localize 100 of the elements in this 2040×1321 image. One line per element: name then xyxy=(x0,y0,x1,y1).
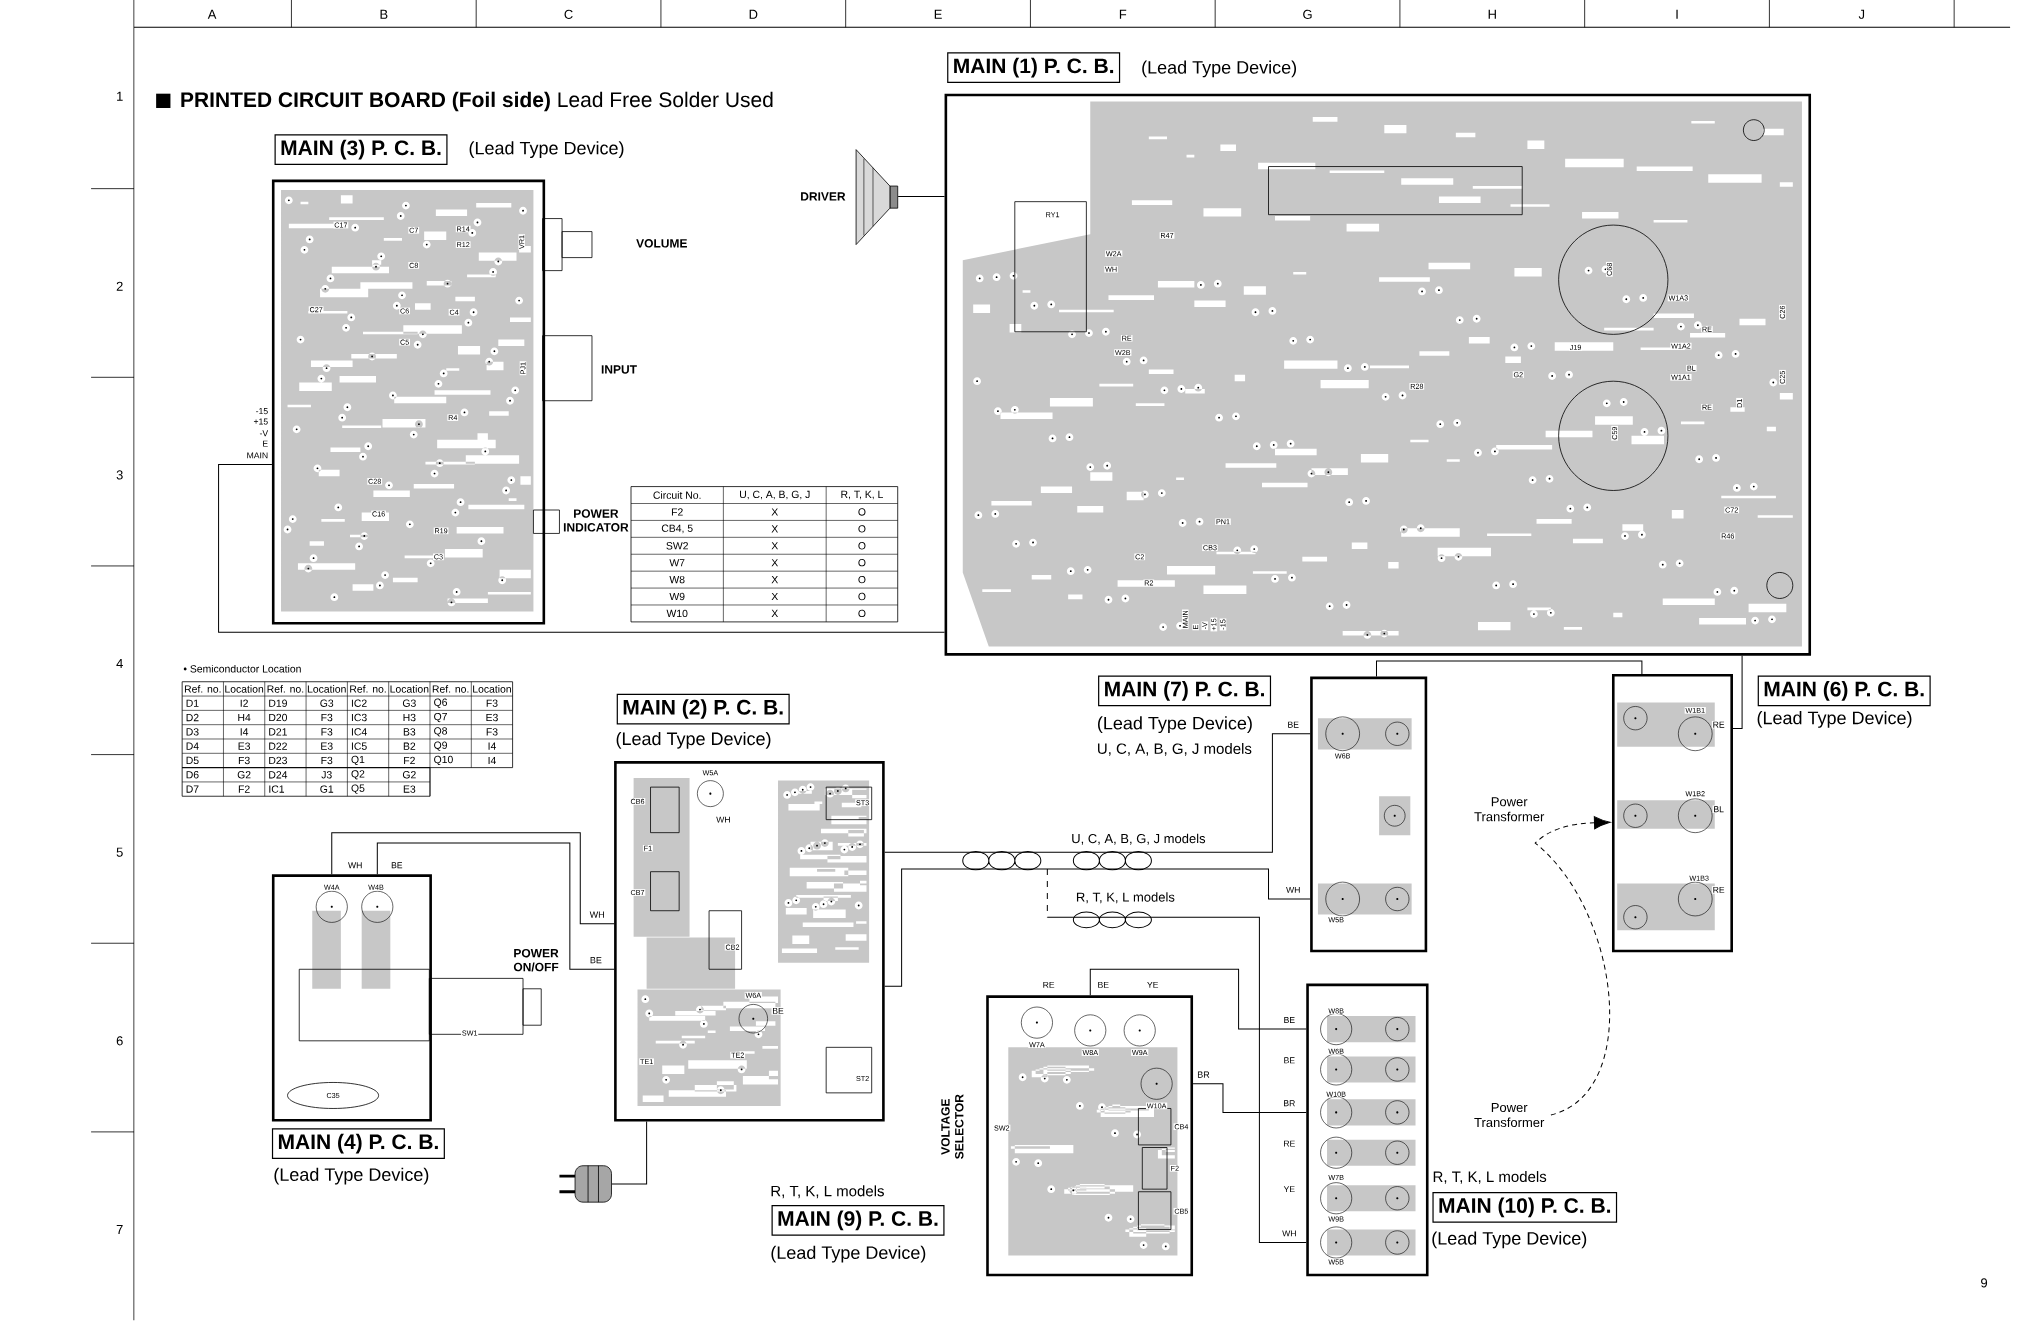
table-cell: W10 xyxy=(666,610,688,618)
table-cell: E3 xyxy=(486,714,498,722)
wire xyxy=(1732,655,1743,730)
table-cell: F3 xyxy=(321,714,333,722)
grid-reference: 3 xyxy=(116,470,123,480)
table-cell: E3 xyxy=(403,785,416,793)
edge-label: BE xyxy=(588,956,603,965)
table-cell: B2 xyxy=(403,742,416,750)
table-cell: CB4, 5 xyxy=(661,524,693,534)
board-note: (Lead Type Device) xyxy=(616,732,771,749)
table-cell: D19 xyxy=(269,699,287,708)
wire-color-label: RE xyxy=(1282,1140,1297,1148)
part-label: INPUT xyxy=(601,365,637,374)
table-cell: F2 xyxy=(404,757,415,765)
table-cell: W9 xyxy=(669,593,685,601)
table-cell: Location xyxy=(225,685,264,693)
table-cell: U, C, A, B, G, J xyxy=(740,490,810,500)
title: PRINTED CIRCUIT BOARD (Foil side) Lead Free Solder Used xyxy=(181,91,773,112)
part-label: POWER INDICATOR xyxy=(563,509,629,532)
table-cell: F3 xyxy=(486,699,498,708)
table-cell: G2 xyxy=(402,771,416,779)
board-title: MAIN (1) P. C. B. xyxy=(947,52,1121,84)
part-label: POWER ON/OFF xyxy=(513,949,559,972)
table-cell: D24 xyxy=(269,771,288,779)
table-cell: D22 xyxy=(269,742,287,750)
grid-reference: 4 xyxy=(116,659,123,669)
table-cell: G2 xyxy=(237,771,251,779)
table-cell: B3 xyxy=(403,728,416,736)
wire-color-label: YE xyxy=(1146,981,1160,989)
wire-color-label: BE xyxy=(1096,981,1110,989)
table-cell: F3 xyxy=(486,728,498,736)
wire xyxy=(331,832,615,925)
table-cell: Circuit No. xyxy=(653,491,701,500)
table-cell: G3 xyxy=(402,699,416,708)
wire xyxy=(1192,1083,1307,1114)
grid-reference: 1 xyxy=(117,92,123,101)
grid-reference: 5 xyxy=(116,847,123,857)
table-cell: H4 xyxy=(238,714,251,722)
table-cell: F2 xyxy=(238,785,250,793)
wire xyxy=(218,464,946,634)
grid-reference: H xyxy=(1488,10,1496,19)
table-cell: F3 xyxy=(321,757,333,765)
board-title: MAIN (10) P. C. B. xyxy=(1432,1192,1618,1223)
wire-color-label: WH xyxy=(1285,886,1302,894)
table-cell: IC2 xyxy=(351,699,367,708)
board-note: U, C, A, B, G, J models xyxy=(1098,743,1252,756)
table-cell: E3 xyxy=(238,742,250,751)
table-cell: O xyxy=(858,593,866,601)
transformer-label: Power Transformer xyxy=(1474,1103,1545,1128)
table-cell: D7 xyxy=(186,785,199,793)
edge-label: R, T, K, L models xyxy=(1074,891,1176,905)
wire-color-label: YE xyxy=(1282,1185,1296,1194)
table-cell: G1 xyxy=(320,785,334,793)
table-cell: O xyxy=(858,508,866,516)
table-cell: Ref. no. xyxy=(184,685,221,693)
table-cell: Q7 xyxy=(434,713,447,723)
wire xyxy=(376,842,615,970)
table-cell: SW2 xyxy=(666,542,688,550)
table-cell: Q1 xyxy=(351,756,365,766)
table-cell: Ref. no. xyxy=(267,685,304,693)
board-title: MAIN (4) P. C. B. xyxy=(271,1128,445,1160)
dashed-arrow xyxy=(1534,816,1611,1116)
grid-reference: A xyxy=(207,10,217,19)
board-note: (Lead Type Device) xyxy=(1098,716,1252,734)
board-note: (Lead Type Device) xyxy=(771,1246,926,1263)
board-note: (Lead Type Device) xyxy=(1757,711,1912,729)
wire-color-label: BE xyxy=(1282,1056,1296,1065)
grid-reference: D xyxy=(749,10,758,19)
table-cell: D4 xyxy=(186,742,199,750)
table-cell: O xyxy=(858,525,866,533)
grid-reference: I xyxy=(1676,10,1678,19)
table-cell: J3 xyxy=(321,771,332,779)
grid-reference: C xyxy=(564,9,573,20)
part-label: DRIVER xyxy=(801,192,846,201)
table-cell: Q6 xyxy=(434,698,447,709)
wire xyxy=(611,1121,648,1185)
table-cell: D5 xyxy=(186,757,199,765)
wire xyxy=(1376,660,1643,678)
board-note: R, T, K, L models xyxy=(1433,1171,1547,1185)
grid-reference: F xyxy=(1119,10,1127,19)
table-cell: D20 xyxy=(269,714,288,722)
table-cell: Q10 xyxy=(434,756,453,766)
grid-reference: E xyxy=(934,10,942,19)
board-note: R, T, K, L models xyxy=(771,1185,884,1199)
part-label: VOLUME xyxy=(636,239,687,248)
table-cell: O xyxy=(858,610,866,618)
table-cell: W7 xyxy=(669,559,685,567)
grid-reference: 2 xyxy=(116,281,123,291)
wire xyxy=(1089,969,1307,1030)
wire-color-label: RE xyxy=(1041,981,1056,989)
table-cell: Location xyxy=(473,685,511,693)
wire xyxy=(884,733,1311,853)
table-cell: Q5 xyxy=(351,784,365,794)
board-note: (Lead Type Device) xyxy=(1142,60,1297,78)
table-cell: X xyxy=(771,593,778,601)
grid-reference: 7 xyxy=(116,1225,123,1235)
wire xyxy=(897,196,946,198)
table-cell: I4 xyxy=(488,757,496,765)
table-cell: X xyxy=(771,610,778,618)
table-cell: Location xyxy=(307,685,346,693)
